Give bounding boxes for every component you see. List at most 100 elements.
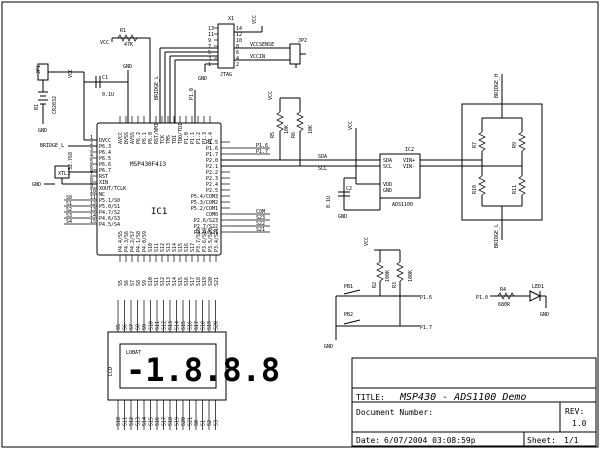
lcd-bottom-pin-net: S13 — [136, 417, 142, 426]
lcd-bottom-pin-net: S21 — [188, 417, 194, 426]
r1-ref: R1 — [120, 28, 126, 34]
r7-ref: R7 — [472, 142, 478, 148]
ic1-left-pin-number: 14 — [90, 213, 96, 219]
lcd-top-pin-net: S14 — [175, 321, 181, 330]
rev-label: REV: — [565, 407, 584, 416]
ic1-body — [96, 122, 222, 256]
lcd-top-pin-net: S19 — [207, 321, 213, 330]
b1-gnd-label: GND — [38, 128, 47, 134]
ic1-bottom-pin-label: S13 — [166, 243, 172, 252]
ic1-left-pins: DVCC1P6.32P6.43P6.54P6.65P6.76RST7XIN8XO… — [90, 135, 126, 228]
ic1-left-net: S2 — [66, 207, 72, 213]
ic1-bottom-net: S14 — [172, 277, 178, 286]
jtag-pin-odd: 7 — [208, 44, 211, 50]
ic1-right-pin-label: P3.0/S21 — [194, 230, 218, 236]
c1-group: C1 0.1U GND VCC — [68, 64, 132, 141]
ic1-bottom-pin-label: P3.6/S19 — [202, 228, 208, 252]
pb2-ref: PB2 — [344, 312, 353, 318]
date-label: Date: — [356, 436, 380, 445]
lcd-top-pin-net: S20 — [214, 321, 220, 330]
lcd-top-pin-net: S7 — [129, 324, 135, 330]
ic1-left-pin-label: P4.6/S3 — [99, 216, 120, 222]
r9-ref: R9 — [512, 142, 518, 148]
ic1-left-pin-number: 2 — [90, 141, 93, 147]
ic1-left-pin-label: P6.5 — [99, 156, 111, 162]
jtag-pin-even: 12 — [236, 32, 242, 38]
ic1-right-net: P1.7 — [256, 149, 268, 155]
jtag-pin-even: 6 — [236, 50, 239, 56]
ic1-bottom-pin-label: P4.0/S9 — [142, 231, 148, 252]
ic1-left-pin-number: 9 — [90, 183, 93, 189]
r11-ref: R11 — [512, 185, 518, 194]
lcd-bottom-pin-net: S20 — [181, 417, 187, 426]
sda-net: SDA — [318, 154, 327, 160]
ic1-bottom-pin-label: P4.3/S6 — [124, 231, 130, 252]
ic1-bottom-pin-label: P4.4/S5 — [118, 231, 124, 252]
doc-label: Document Number: — [356, 408, 433, 417]
ic1-right-pin-label: P1.5 — [206, 140, 218, 146]
ic1-left-net: S0 — [66, 195, 72, 201]
ic1-left-pin-label: P6.6 — [99, 162, 111, 168]
ic1-top-pin-label: P6.2 — [136, 132, 142, 144]
ic1-bottom-net: S19 — [202, 277, 208, 286]
rev-value: 1.0 — [572, 419, 587, 428]
led-net: P1.0 — [476, 295, 488, 301]
ic1-left-pin-number: 10 — [90, 189, 96, 195]
ic1-bottom-net: S10 — [148, 277, 154, 286]
ic1-bottom-net: S13 — [166, 277, 172, 286]
lcd-bottom-pin-net: S0 — [194, 420, 200, 426]
ic1-left-pin-number: 6 — [90, 165, 93, 171]
ic1-bottom-pin-label: S14 — [172, 243, 178, 252]
ic1-bottom-pin-label: P3.4/S21 — [214, 228, 220, 252]
ic1-bottom-pin-label: S15 — [178, 243, 184, 252]
ic1-top-pin-label: P1.2 — [196, 132, 202, 144]
lcd-top-pin-net: S13 — [168, 321, 174, 330]
r6-ref: R6 — [291, 132, 297, 138]
ic1-left-pin-label: P6.3 — [99, 144, 111, 150]
lcd-top-pin-net: S16 — [188, 321, 194, 330]
ic1-right-pin-label: P2.6/S23 — [194, 218, 218, 224]
jtag-pin-even: 10 — [236, 38, 242, 44]
ic2-ref: IC2 — [405, 147, 414, 153]
ic1-left-net: S1 — [66, 201, 72, 207]
jtag-pin-odd: 3 — [208, 56, 211, 62]
ic1-top-pin-label: RST/NMI — [154, 123, 160, 144]
xtal-value: 32.768 — [68, 152, 74, 170]
jtag-bridge-l: BRIDGE_L — [154, 76, 160, 100]
bridge-h-net: BRIDGE_H — [494, 74, 500, 98]
lcd-bottom-pin-net: S11 — [123, 417, 129, 426]
lcd-indicator: LOBAT — [126, 350, 141, 356]
lcd-top-pin-net: S9 — [142, 324, 148, 330]
vccin-net: VCCIN — [250, 54, 265, 60]
jtag-gnd: GND — [198, 76, 207, 82]
scl-net: SCL — [318, 166, 327, 172]
ic1-bottom-pin-label: S17 — [190, 243, 196, 252]
ic2-pin-gnd: GND — [383, 188, 392, 194]
ic1-left-pin-number: 3 — [90, 147, 93, 153]
ic1-right-net: S21 — [256, 227, 265, 233]
title-block: TITLE: MSP430 - ADS1100 Demo Document Nu… — [351, 357, 597, 447]
ic1-right-pin-label: P5.2/COM1 — [191, 206, 218, 212]
b1-ref: B1 — [34, 104, 40, 110]
r1-vcc-label: VCC — [100, 40, 109, 46]
ic1-top-pin-label: TMS — [166, 135, 172, 144]
c1-value: 0.1U — [102, 92, 114, 98]
lcd-bottom-pin-net: S3 — [214, 420, 220, 426]
ic1-top-pin-label: TDO/TDI — [178, 123, 184, 144]
ic1-left-pin-label: NC — [99, 192, 105, 198]
led-group: P1.0 R4 680R LED1 GND — [476, 284, 549, 318]
ic1-bottom-net: S9 — [142, 280, 148, 286]
pb-vcc: VCC — [364, 237, 370, 246]
ic1-bottom-pin-label: S16 — [184, 243, 190, 252]
lcd-top-pin-net: S8 — [136, 324, 142, 330]
ic2-pin-vinn: VIN- — [403, 164, 415, 170]
ic1-bottom-pin-label: S12 — [160, 243, 166, 252]
jp1-ref: JP1 — [36, 65, 42, 74]
